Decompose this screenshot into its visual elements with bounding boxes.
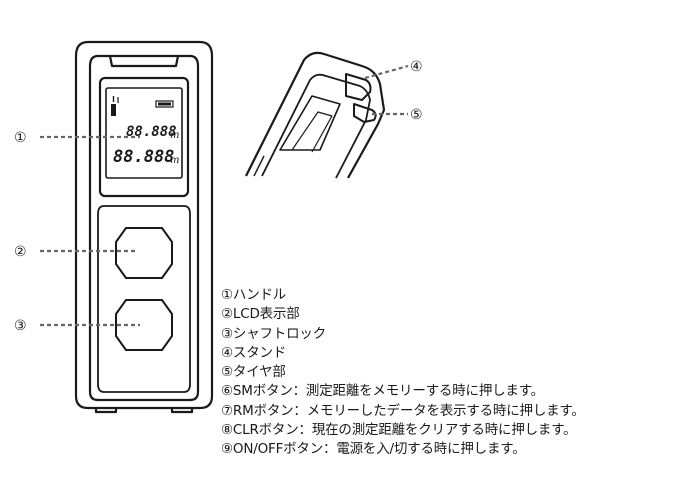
legend-item-stand: ④スタンド (221, 344, 287, 361)
legend-item-clr-button: ⑧CLRボタン：現在の測定距離をクリアする時に押します。 (221, 422, 577, 439)
lcd-readout-2: 88.888 (113, 147, 174, 167)
legend-item-tire: ⑤タイヤ部 (221, 364, 286, 381)
legend-item-sm-button: ⑥SMボタン：測定距離をメモリーする時に押します。 (221, 383, 544, 400)
legend-list: ①ハンドル ②LCD表示部 ③シャフトロック ④スタンド ⑤タイヤ部 ⑥SMボタ… (221, 286, 585, 460)
closeup-inner-edge (261, 73, 371, 179)
legend-item-lcd: ②LCD表示部 (221, 306, 300, 323)
callout-leaders (40, 64, 409, 327)
control-panel-outline (97, 205, 191, 393)
wheel-slot (353, 103, 377, 123)
legend-item-rm-button: ⑦RMボタン：メモリーしたデータを表示する時に押します。 (221, 402, 585, 419)
lcd-content: 88.888 m 88.888 m (111, 96, 179, 167)
callout-4: ④ (410, 59, 423, 75)
lcd-screen (105, 87, 183, 179)
handle-frame (88, 54, 200, 402)
closeup-panel-inner (291, 111, 333, 153)
lcd-device-icon (111, 104, 116, 116)
callout-5: ⑤ (410, 107, 423, 123)
button-top (115, 227, 173, 279)
legend-item-shaft-lock: ③シャフトロック (221, 325, 327, 342)
device-foot-right (170, 408, 194, 414)
device-front-view (74, 40, 214, 414)
lcd-unit-2: m (170, 155, 179, 166)
closeup-fade-line (253, 155, 265, 177)
callout-2: ② (14, 244, 27, 260)
stand-slot (345, 73, 372, 101)
callout-1: ① (14, 130, 27, 146)
legend-item-power-button: ⑨ON/OFFボタン：電源を入/切する時に押します。 (221, 441, 526, 458)
lcd-battery-fill (158, 102, 171, 106)
closeup-view (245, 51, 386, 179)
closeup-panel (279, 95, 341, 151)
leader-4 (364, 64, 409, 80)
lcd-unit-1: m (170, 130, 179, 141)
closeup-outer-edge (245, 51, 386, 179)
button-bottom (115, 299, 173, 351)
legend-item-handle: ①ハンドル (221, 287, 287, 303)
callout-3: ③ (14, 318, 27, 334)
lcd-battery-icon (155, 100, 174, 108)
device-outer-body (74, 40, 214, 410)
device-foot-left (94, 408, 118, 414)
handle-top-notch (108, 55, 180, 68)
